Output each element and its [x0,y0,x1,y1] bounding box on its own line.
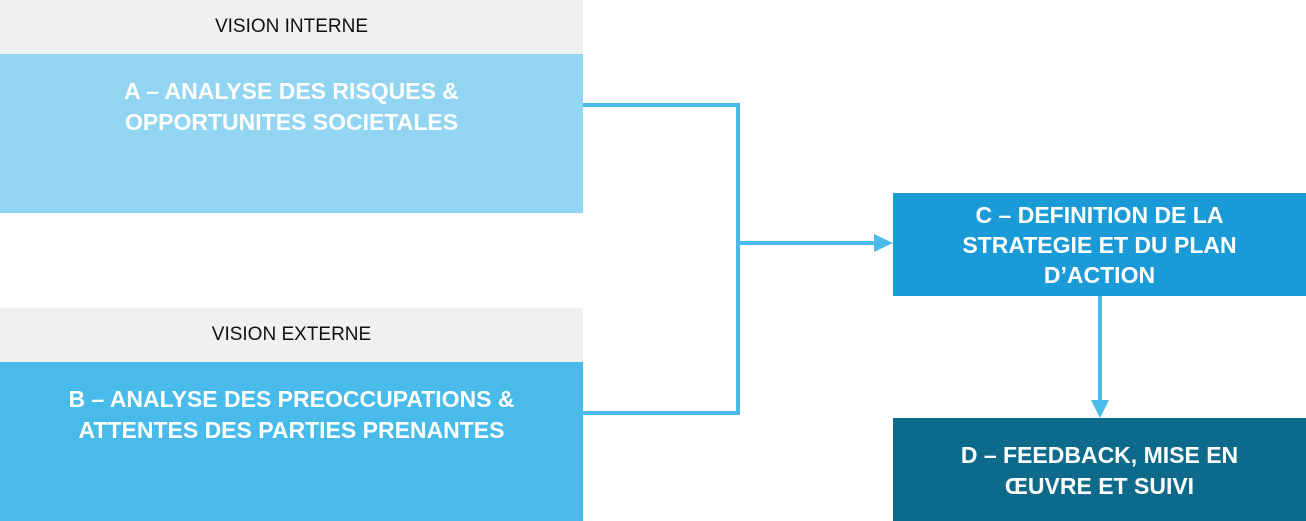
vision-interne-label: VISION INTERNE [214,16,369,37]
arrowhead-to-c [874,234,893,252]
vision-interne-header: VISION INTERNE [0,0,583,54]
box-c-strategy-definition: C – DEFINITION DE LA STRATEGIE ET DU PLA… [893,193,1306,296]
box-b-stakeholder-analysis: B – ANALYSE DES PREOCCUPATIONS & ATTENTE… [0,362,583,521]
vision-externe-label: VISION EXTERNE [211,324,372,345]
arrowhead-to-d [1091,400,1109,418]
connector-a [583,103,740,415]
vision-externe-header: VISION EXTERNE [0,308,583,362]
box-a-risk-analysis: A – ANALYSE DES RISQUES & OPPORTUNITES S… [0,54,583,213]
box-d-feedback: D – FEEDBACK, MISE EN ŒUVRE ET SUIVI [893,418,1306,521]
